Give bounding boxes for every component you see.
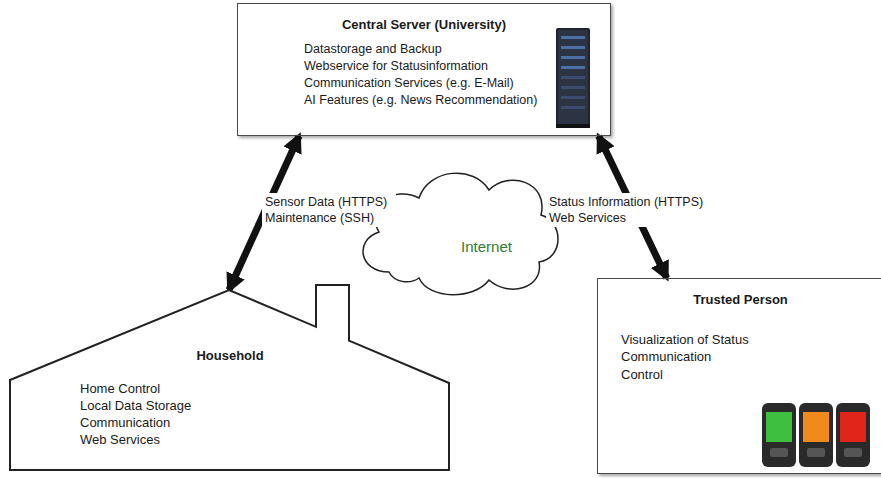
node-item: Communication Services (e.g. E-Mail) bbox=[238, 75, 610, 92]
server-box: Central Server (University) Datastorage a… bbox=[237, 3, 611, 136]
node-heading: Household bbox=[5, 347, 455, 364]
node-item: AI Features (e.g. News Recommendation) bbox=[238, 92, 610, 109]
node-item: Web Services bbox=[5, 431, 455, 448]
node-item: Visualization of Status bbox=[598, 331, 881, 349]
edge-label: Status Information (HTTPS) Web Services bbox=[546, 193, 718, 227]
edge-label: Sensor Data (HTTPS) Maintenance (SSH) bbox=[262, 193, 396, 227]
cloud-outline bbox=[330, 160, 583, 300]
node-item: Local Data Storage bbox=[5, 397, 455, 414]
node-item: Webservice for Statusinformation bbox=[238, 58, 610, 75]
server-illustration bbox=[556, 28, 590, 128]
node-item: Control bbox=[598, 366, 881, 384]
node-heading: Trusted Person bbox=[598, 291, 881, 309]
node-heading: Central Server (University) bbox=[238, 16, 610, 33]
node-item: Home Control bbox=[5, 380, 455, 397]
node-heading: Internet bbox=[360, 238, 613, 256]
trusted-person-box: Trusted PersonVisualization of StatusCom… bbox=[597, 278, 881, 474]
node-item: Datastorage and Backup bbox=[238, 41, 610, 58]
house-outline bbox=[5, 283, 455, 473]
phone-illustrations bbox=[762, 403, 870, 467]
node-item: Communication bbox=[5, 414, 455, 431]
cloud-shape: Internet bbox=[330, 160, 583, 300]
node-item: Communication bbox=[598, 348, 881, 366]
house-shape: HouseholdHome ControlLocal Data StorageC… bbox=[5, 283, 455, 473]
